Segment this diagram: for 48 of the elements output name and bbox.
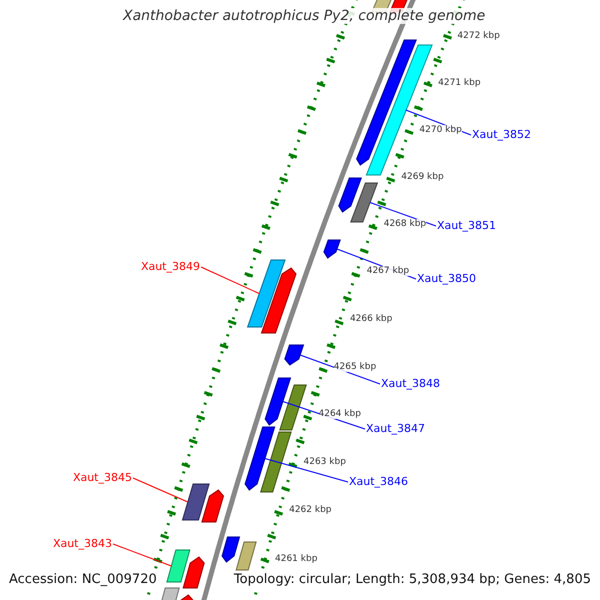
gene-label: Xaut_3845 (72, 472, 132, 484)
scale-label: 4270 kbp (419, 125, 462, 136)
gene-label: Xaut_3849 (140, 260, 200, 274)
scale-label: 4268 kbp (384, 219, 426, 230)
gene-block (264, 378, 292, 426)
gene-block (182, 484, 210, 520)
scale-label: 4269 kbp (401, 172, 444, 182)
gene-block (279, 384, 307, 430)
gene-block (236, 542, 257, 570)
scale-label: 4266 kbp (350, 314, 392, 324)
scale-label: 4261 kbp (275, 554, 318, 564)
scale-label: 4271 kbp (438, 78, 481, 88)
leader-line (264, 458, 348, 482)
gene-label: Xaut_3846 (349, 476, 408, 488)
accession-note: Accession: NC_009720 (9, 573, 157, 588)
gene-block (222, 536, 240, 563)
gene-block (166, 550, 190, 582)
scale-label: 4263 kbp (304, 457, 346, 468)
gene-label: Xaut_3847 (366, 422, 426, 436)
gene-label: Xaut_3851 (437, 220, 496, 232)
gene-block (284, 344, 304, 366)
scale-label: 4265 kbp (334, 362, 376, 372)
genome-summary: Topology: circular; Length: 5,308,934 bp; Genes: 4,805 (234, 573, 591, 588)
gene-block (246, 260, 286, 328)
leader-line (200, 266, 260, 294)
leader-line (370, 202, 436, 226)
gene-label: Xaut_3848 (381, 378, 440, 390)
scale-label: 4264 kbp (318, 409, 361, 420)
gene-block (323, 240, 341, 259)
leader-line (112, 544, 172, 566)
gene-block (201, 489, 224, 522)
gene-block (338, 178, 362, 213)
gene-block (182, 556, 205, 588)
gene-block (260, 267, 297, 334)
gene-block (244, 426, 276, 491)
leader-line (132, 478, 188, 502)
scale-label: 4262 kbp (289, 505, 332, 516)
gene-label: Xaut_3843 (52, 538, 112, 550)
scale-label: 4267 kbp (366, 266, 410, 276)
scale-label: 4272 kbp (457, 31, 500, 42)
gene-block (356, 40, 417, 166)
gene-block (158, 588, 180, 600)
gene-block (260, 432, 292, 492)
leader-line (300, 354, 380, 384)
gene-label: Xaut_3850 (417, 272, 476, 286)
gene-label: Xaut_3852 (472, 128, 532, 142)
map-title: Xanthobacter autotrophicus Py2, complete genome (123, 8, 486, 24)
gene-block (350, 182, 378, 222)
